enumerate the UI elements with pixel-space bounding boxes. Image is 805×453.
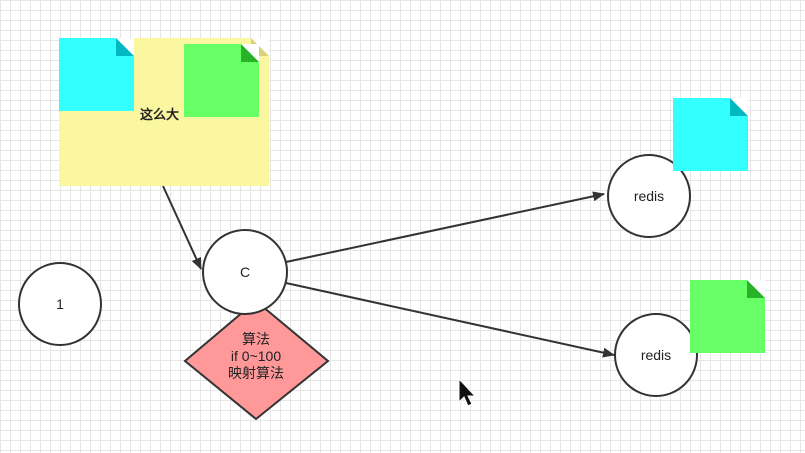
doc-corner	[747, 280, 765, 298]
node-redis-bottom[interactable]: redis	[614, 313, 698, 397]
big-note-label: 这么大	[140, 107, 180, 122]
algorithm-diamond[interactable]	[183, 299, 330, 421]
green-document-icon[interactable]	[184, 44, 259, 117]
algorithm-line-2: if 0~100	[230, 348, 282, 364]
algorithm-diamond-text: 算法 if 0~100 映射算法	[200, 331, 312, 382]
node-1[interactable]: 1	[18, 262, 102, 346]
doc-corner	[730, 98, 748, 116]
node-redis-top-label: redis	[633, 188, 665, 204]
green-document-icon[interactable]	[690, 280, 765, 353]
node-1-label: 1	[56, 296, 64, 312]
doc-corner	[241, 44, 259, 62]
arrow-c-to-redis-top[interactable]	[285, 191, 605, 263]
algorithm-line-1: 算法	[242, 331, 270, 347]
node-c[interactable]: C	[202, 229, 288, 315]
algorithm-line-3: 映射算法	[228, 365, 284, 381]
arrow-note-to-c[interactable]	[162, 185, 202, 270]
cyan-document-icon[interactable]	[59, 38, 134, 111]
node-redis-bottom-label: redis	[640, 347, 672, 363]
arrow-c-to-redis-bottom[interactable]	[285, 282, 615, 358]
mouse-cursor-icon	[458, 378, 477, 407]
doc-corner	[116, 38, 134, 56]
node-c-label: C	[239, 264, 251, 280]
cyan-document-icon[interactable]	[673, 98, 748, 171]
